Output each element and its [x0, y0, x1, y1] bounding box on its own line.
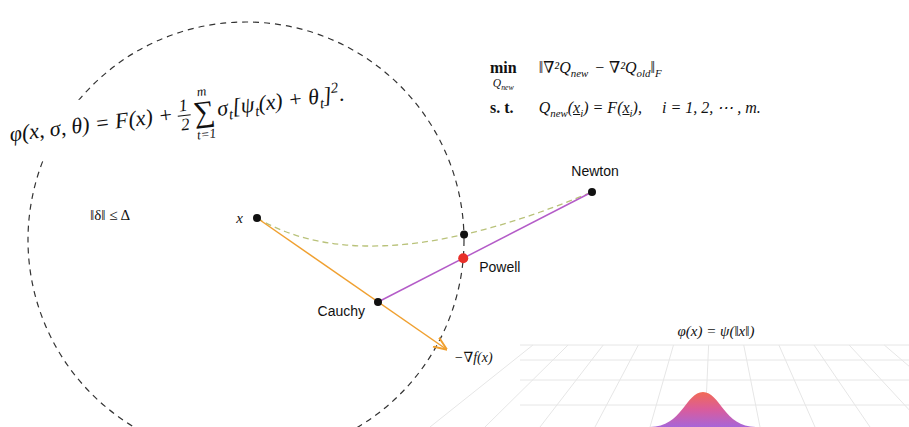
grid-line	[540, 345, 603, 427]
update-formula: new	[501, 83, 514, 92]
update-formula: min	[490, 60, 517, 77]
objective-formula: 2	[180, 115, 191, 134]
grid-line	[650, 345, 673, 427]
point-label: φ(x) = ψ(‖x‖)	[676, 322, 757, 340]
objective-formula: 1	[176, 96, 191, 116]
radial-function-bump	[650, 392, 756, 427]
sum-operator: m∑t=1	[190, 84, 218, 142]
update-formula: new	[571, 67, 589, 79]
grid	[430, 345, 909, 427]
update-formula: ) = F(	[583, 99, 622, 116]
update-formula: new	[550, 107, 568, 119]
grid-line	[744, 345, 760, 427]
update-formula: i	[630, 107, 633, 119]
update-formula: ),	[633, 99, 642, 116]
point-dot	[253, 214, 261, 222]
powell-dot	[458, 253, 468, 263]
update-formula-box: minQnew‖∇²Qnew− ∇²Qold‖Fs. t.Qnew(xi) = …	[490, 58, 761, 119]
formula-cell: minQnew	[490, 59, 517, 92]
grid-line	[520, 345, 909, 346]
grid-line	[485, 345, 568, 427]
update-formula: x	[622, 99, 629, 116]
update-formula: i = 1, 2, ⋯ , m.	[662, 99, 761, 116]
objective-formula: .	[337, 81, 346, 106]
objective-formula: m	[196, 84, 207, 98]
grid-line	[520, 380, 909, 381]
grid-line	[430, 345, 533, 427]
objective-formula: t=1	[196, 126, 217, 141]
formula-cell: s. t.	[490, 99, 517, 117]
grid-line	[779, 345, 815, 427]
grid-line	[884, 345, 909, 427]
update-formula: Q	[539, 99, 551, 116]
point-dot	[460, 230, 468, 238]
grid-line	[595, 345, 638, 427]
objective-formula: (x) + θ	[257, 84, 321, 116]
objective-formula: σ	[216, 95, 230, 121]
objective-formula: [ψ	[231, 92, 256, 120]
gradient-arrow	[257, 218, 446, 349]
update-formula: Q	[493, 77, 501, 89]
point-dot	[588, 188, 596, 196]
update-formula: i	[580, 107, 583, 119]
point-dot	[374, 298, 382, 306]
point-label: Powell	[477, 259, 522, 276]
objective-formula-box: φ(x, σ, θ) = F(x) +12m∑t=1σt[ψt(x) + θt]…	[3, 67, 352, 165]
min-subscript: Qnew	[493, 77, 514, 92]
objective-formula: φ(x, σ, θ) = F(x) +	[8, 102, 174, 147]
update-formula: old	[637, 67, 651, 79]
formula-cell: Qnew(xi) = F(xi),i = 1, 2, ⋯ , m.	[539, 98, 761, 119]
update-formula: ‖	[650, 59, 655, 76]
min-operator: minQnew	[490, 60, 517, 92]
update-formula: s. t.	[490, 99, 514, 116]
point-label: −∇f(x)	[452, 350, 495, 367]
update-formula: ‖∇²Q	[539, 59, 571, 76]
point-label: ‖δ‖ ≤ Δ	[88, 206, 132, 224]
points	[253, 188, 596, 306]
update-formula: F	[655, 67, 662, 79]
fraction: 12	[176, 96, 193, 134]
trajectory-curve	[257, 192, 592, 246]
spacer	[174, 121, 179, 122]
update-formula: (	[568, 99, 573, 116]
formula-cell: ‖∇²Qnew − ∇²Qold‖F	[539, 58, 761, 79]
grid-line	[814, 345, 870, 427]
grid-line	[849, 345, 909, 427]
dogleg-segment	[378, 192, 592, 302]
grid-line	[520, 360, 909, 361]
point-label: Cauchy	[316, 303, 367, 320]
point-label: x	[234, 209, 245, 227]
objective-formula: ∑	[192, 97, 217, 129]
update-formula: − ∇²Q	[594, 59, 636, 76]
point-label: Newton	[569, 163, 620, 180]
update-formula: x	[573, 99, 580, 116]
